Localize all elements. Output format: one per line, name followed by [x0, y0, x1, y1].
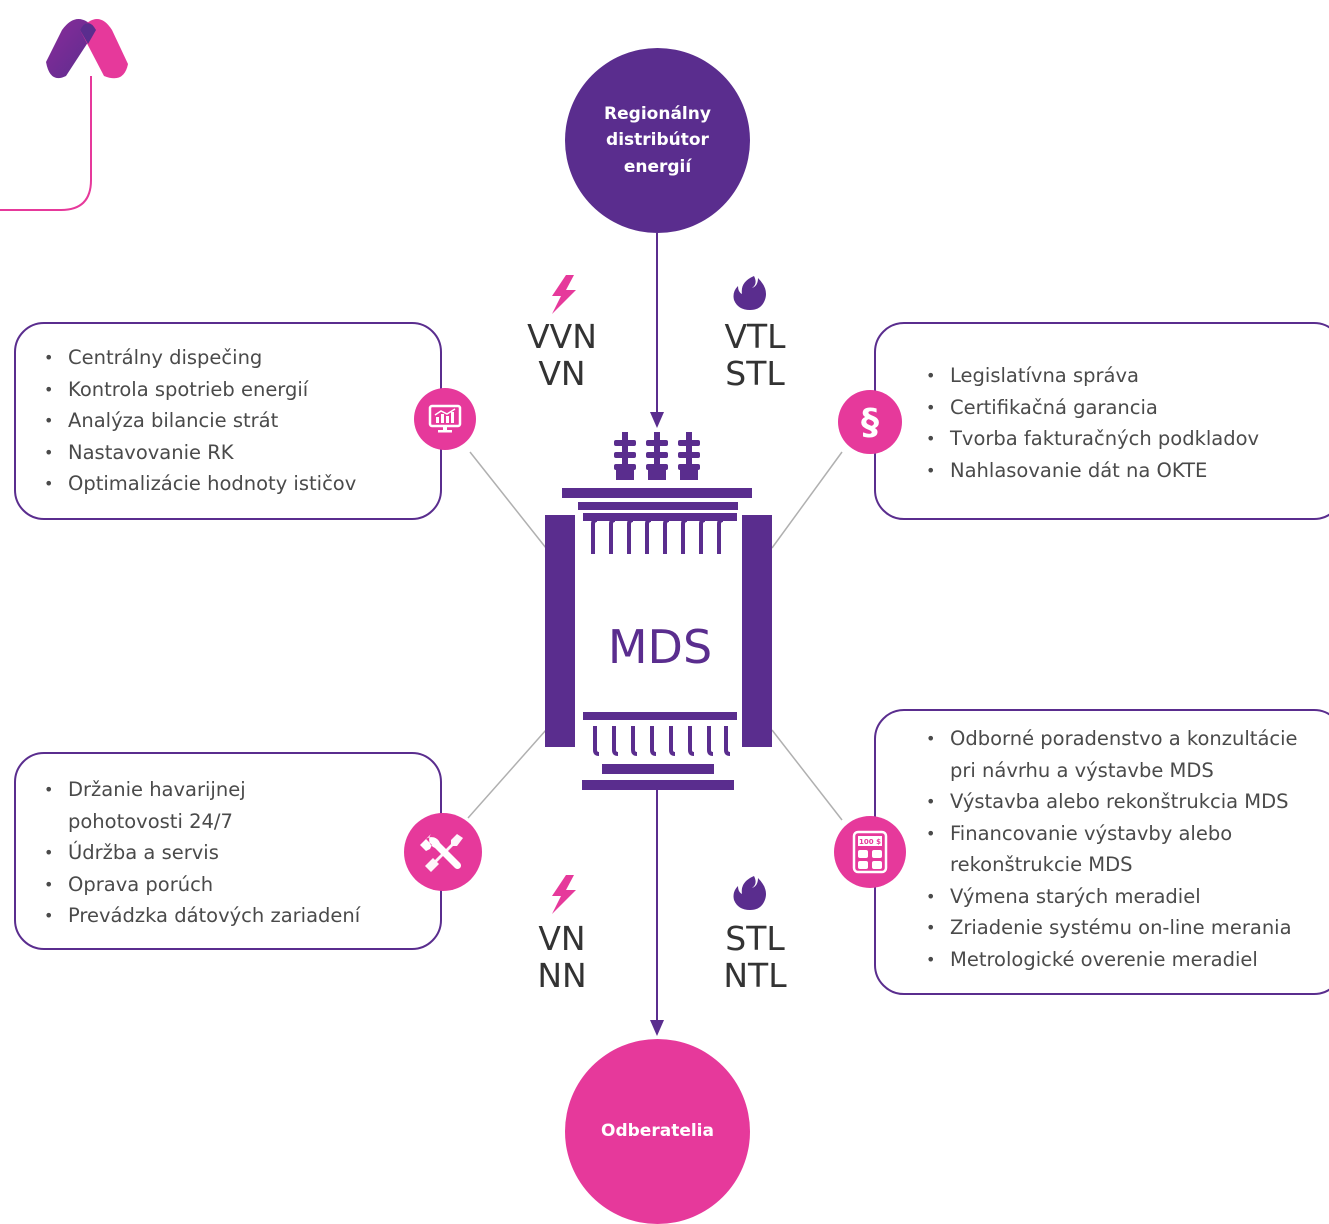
voltage-lower-right: STL NTL	[705, 920, 805, 994]
voltage-label: NN	[537, 956, 587, 995]
list-item: Tvorba fakturačných podkladov	[922, 423, 1329, 455]
voltage-label: VVN	[527, 317, 597, 356]
voltage-label: VTL	[724, 317, 786, 356]
voltage-upper-left: VVN VN	[512, 318, 612, 392]
list-item: Optimalizácie hodnoty ističov	[40, 468, 440, 500]
connector-bottom-left	[467, 729, 547, 819]
connector-top-left	[469, 451, 547, 549]
list-item: Legislatívna správa	[922, 360, 1329, 392]
logo-icon	[46, 19, 128, 79]
list-item: Analýza bilancie strát	[40, 405, 440, 437]
regional-distributor-node: Regionálny distribútor energií	[565, 48, 750, 233]
monitor-chart-badge	[414, 388, 476, 450]
paragraph-icon: §	[861, 401, 879, 443]
list-item: Kontrola spotrieb energií	[40, 374, 440, 406]
list-item: Prevádzka dátových zariadení	[40, 900, 440, 932]
list-item: Financovanie výstavby alebo	[922, 818, 1329, 850]
list-item: Oprava porúch	[40, 869, 440, 901]
voltage-label: VN	[538, 919, 586, 958]
connector-top-right	[771, 451, 843, 549]
insulator-right	[678, 432, 700, 480]
voltage-upper-right: VTL STL	[705, 318, 805, 392]
list-item: Výmena starých meradiel	[922, 881, 1329, 913]
tools-icon	[420, 834, 463, 872]
list-item: Zriadenie systému on-line merania	[922, 912, 1329, 944]
voltage-label: VN	[538, 354, 586, 393]
lightning-icon-lower	[552, 875, 576, 914]
lightning-icon-upper	[552, 275, 576, 314]
tools-badge	[404, 813, 482, 891]
list-item: Metrologické overenie meradiel	[922, 944, 1329, 976]
voltage-label: STL	[725, 919, 785, 958]
logo-accent-line	[0, 76, 92, 211]
legislative-services-box: Legislatívna správa Certifikačná garanci…	[874, 322, 1329, 520]
consulting-services-box: Odborné poradenstvo a konzultácie pri ná…	[874, 709, 1329, 995]
list-item: Centrálny dispečing	[40, 342, 440, 374]
insulator-center	[646, 432, 668, 480]
insulator-left	[614, 432, 636, 480]
list-item: Údržba a servis	[40, 837, 440, 869]
calculator-badge: 100 $	[834, 816, 906, 888]
paragraph-badge: §	[838, 390, 902, 454]
consumers-node: Odberatelia	[565, 1039, 750, 1224]
voltage-label: STL	[725, 354, 785, 393]
monitor-chart-icon	[428, 404, 462, 433]
list-item: Nahlasovanie dát na OKTE	[922, 455, 1329, 487]
regional-distributor-label: Regionálny distribútor energií	[604, 103, 711, 177]
list-item: Nastavovanie RK	[40, 437, 440, 469]
list-item: Výstavba alebo rekonštrukcia MDS	[922, 786, 1329, 818]
voltage-label: NTL	[723, 956, 787, 995]
calculator-value: 100 $	[859, 838, 881, 846]
transformer-icon	[545, 432, 772, 790]
flame-icon-lower	[733, 876, 766, 910]
list-item: Certifikačná garancia	[922, 392, 1329, 424]
consumers-label: Odberatelia	[601, 1121, 714, 1142]
list-item-continuation: pohotovosti 24/7	[68, 809, 233, 833]
voltage-lower-left: VN NN	[512, 920, 612, 994]
lower-coil	[593, 726, 730, 756]
list-item-continuation: pri návrhu a výstavbe MDS	[950, 758, 1214, 782]
flame-icon-upper	[733, 276, 766, 310]
list-item: Odborné poradenstvo a konzultácie	[922, 723, 1329, 755]
list-item-continuation: rekonštrukcie MDS	[950, 853, 1133, 876]
calculator-icon	[852, 830, 888, 874]
arrowhead-bottom	[650, 1020, 664, 1036]
arrowhead-top	[650, 412, 664, 428]
dispatching-services-box: Centrálny dispečing Kontrola spotrieb en…	[14, 322, 442, 520]
connector-bottom-right	[771, 729, 843, 821]
list-item: Držanie havarijnej	[40, 774, 440, 806]
mds-label: MDS	[607, 620, 713, 674]
maintenance-services-box: Držanie havarijnej pohotovosti 24/7 Údrž…	[14, 752, 442, 950]
upper-coil	[591, 518, 723, 554]
